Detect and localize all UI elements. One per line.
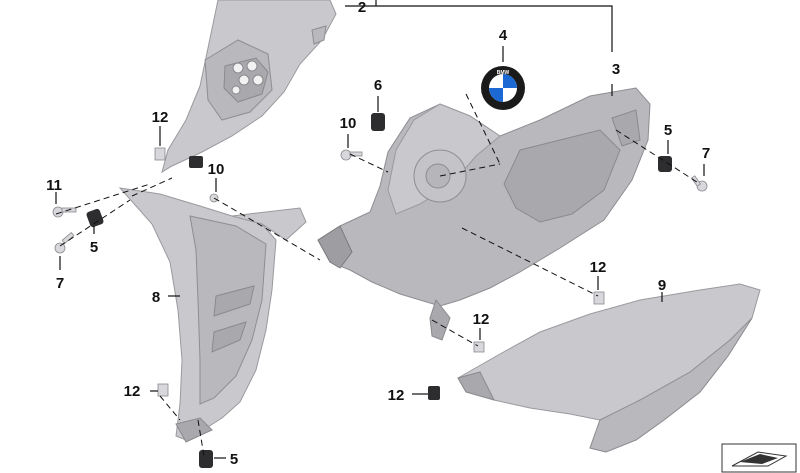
part-3-main-fairing [317, 87, 651, 341]
callout-12-lower-right: 12 [388, 387, 405, 404]
assembly-lines [55, 93, 701, 457]
callout-7-right: 7 [702, 145, 710, 162]
callout-8: 8 [152, 289, 160, 306]
callout-labels: 2 3 4 6 5 7 10 12 10 11 5 7 8 12 9 12 12… [46, 0, 710, 468]
part-2-upper-panel [161, 0, 337, 174]
clip-12-d [157, 383, 169, 397]
clip-12-c [473, 341, 485, 353]
grommet-5-left [86, 208, 104, 228]
part-9-lower-right-panel [457, 283, 761, 453]
bmw-roundel-logo: BMW [481, 66, 525, 110]
grommet-5-bottom [199, 450, 213, 468]
grommet-10 [189, 156, 203, 168]
callout-5-bottom: 5 [230, 451, 238, 468]
view-indicator-icon [721, 443, 797, 473]
callout-12-center: 12 [473, 311, 490, 328]
screw-7-right [690, 175, 708, 192]
callout-12-top: 12 [152, 109, 169, 126]
callout-2: 2 [358, 0, 366, 16]
grommet-5-right [658, 156, 672, 172]
bmw-logo-text: BMW [497, 70, 510, 76]
callout-9: 9 [658, 277, 666, 294]
callout-7-left: 7 [56, 275, 64, 292]
callout-12-lower-left: 12 [124, 383, 141, 400]
screw-11 [52, 206, 77, 218]
callout-3: 3 [612, 61, 620, 78]
reflector-icon [231, 60, 264, 95]
callout-11: 11 [46, 177, 62, 194]
clip-12-a [154, 147, 166, 161]
leader-lines [55, 0, 705, 459]
callout-6: 6 [374, 77, 382, 94]
callout-10-top: 10 [340, 115, 357, 132]
part-8-lower-left-panel [118, 187, 307, 443]
callout-5-left: 5 [90, 239, 98, 256]
clip-12-e [428, 386, 440, 400]
screw-7-left [54, 232, 75, 254]
clip-12-b [593, 291, 605, 305]
callout-10-mid: 10 [208, 161, 225, 178]
callout-12-right: 12 [590, 259, 607, 276]
callout-5-right: 5 [664, 122, 672, 139]
callout-4: 4 [499, 27, 508, 44]
grommet-6 [371, 113, 385, 131]
